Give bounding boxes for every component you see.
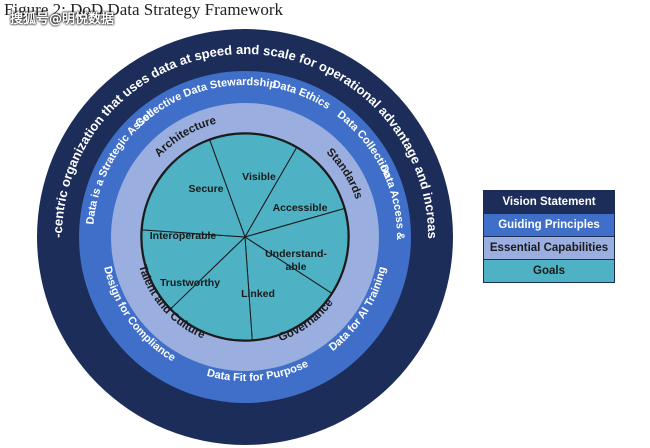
watermark: 搜狐号@明悦数据 <box>10 12 115 27</box>
legend-item-vision: Vision Statement <box>484 191 614 214</box>
goal-label: Linked <box>241 288 275 300</box>
goal-label: Visible <box>242 171 276 183</box>
goal-segment <box>141 139 246 238</box>
goal-label: Trustworthy <box>160 277 220 289</box>
goal-segment <box>243 147 345 238</box>
goal-label: Interoperable <box>150 230 217 242</box>
legend-item-goals: Goals <box>484 260 614 282</box>
figure-title: Figure 2: DoD Data Strategy Framework <box>4 0 284 19</box>
goal-label: Understand-able <box>265 248 327 273</box>
goals-ring-border <box>140 132 350 342</box>
goal-segment <box>141 229 247 310</box>
goals-wheel <box>141 133 349 341</box>
goal-segment <box>209 133 298 239</box>
legend: Vision Statement Guiding Principles Esse… <box>483 190 615 283</box>
goal-segment <box>170 235 253 341</box>
goal-label: Secure <box>188 183 223 195</box>
goal-segment <box>244 236 333 341</box>
legend-item-principles: Guiding Principles <box>484 214 614 237</box>
goal-segment <box>243 207 349 294</box>
goal-label: Accessible <box>273 202 328 214</box>
legend-item-capabilities: Essential Capabilities <box>484 237 614 260</box>
